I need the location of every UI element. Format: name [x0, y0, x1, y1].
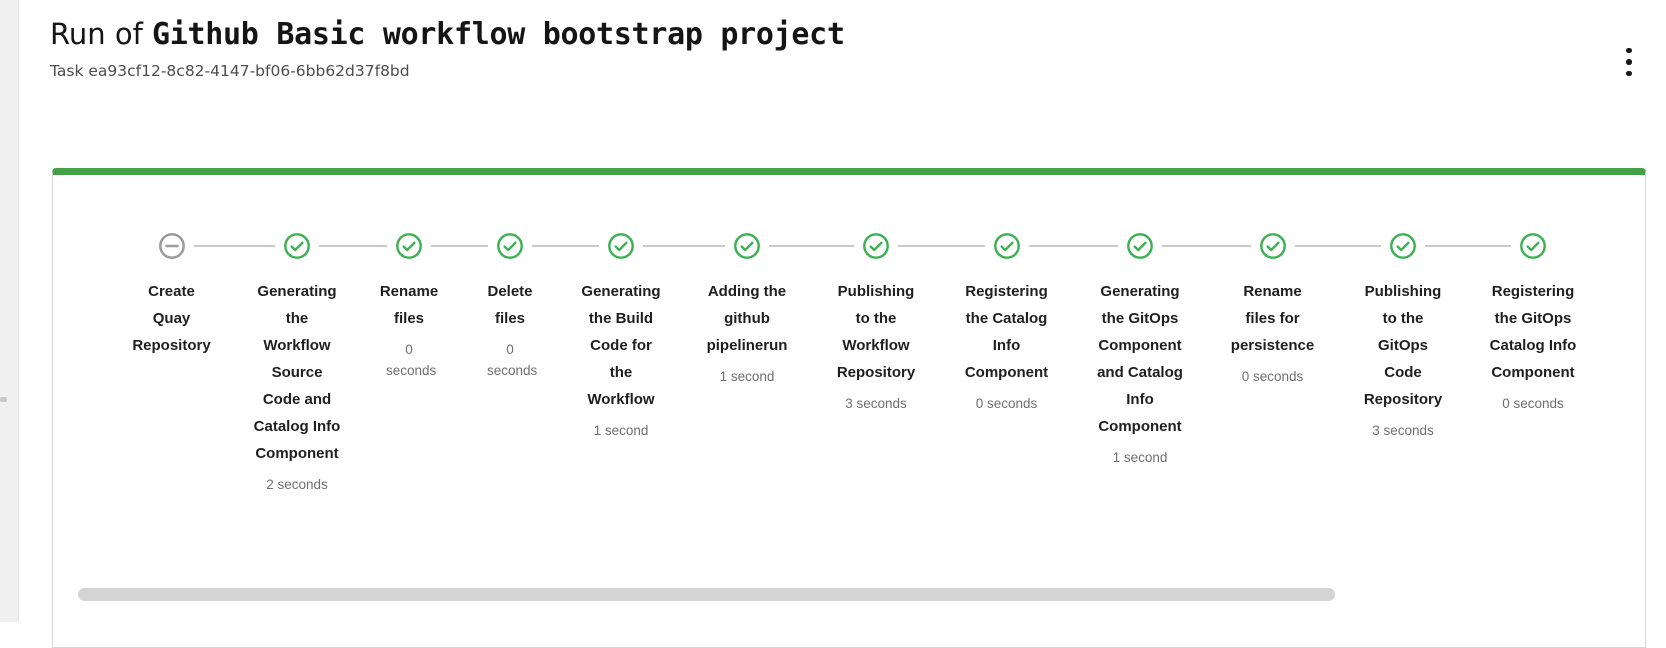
step-label: Rename files [379, 283, 439, 327]
step-duration: 0 seconds [1502, 396, 1564, 411]
progress-step: Rename files 0 seconds [358, 232, 460, 381]
check-circle-icon [608, 233, 634, 259]
step-duration: 1 second [593, 423, 649, 438]
step-duration: 0 seconds [487, 342, 538, 378]
check-circle-icon [993, 233, 1020, 259]
step-duration: 0 seconds [386, 342, 437, 378]
step-icon-wrap [1250, 232, 1295, 260]
step-icon-wrap [387, 232, 431, 260]
progress-step: Registering the GitOps Catalog Info Comp… [1468, 232, 1598, 414]
horizontal-scrollbar-thumb[interactable] [78, 588, 1335, 601]
progress-step: Rename files for persistence 0 seconds [1207, 232, 1338, 387]
workflow-run-card: Create Quay Repository Generating the Wo… [52, 168, 1646, 648]
page-title-prefix: Run of [50, 17, 143, 51]
step-icon-wrap [1511, 232, 1555, 260]
kebab-menu-icon [1626, 70, 1632, 77]
minus-circle-icon [158, 233, 185, 259]
step-label: Publishing to the GitOps Code Repository [1363, 283, 1443, 408]
check-circle-icon [1390, 233, 1416, 259]
step-label: Publishing to the Workflow Repository [836, 283, 916, 381]
check-circle-icon [1520, 233, 1546, 259]
progress-step: Generating the Build Code for the Workfl… [560, 232, 682, 441]
progress-step: Delete files 0 seconds [460, 232, 560, 381]
step-duration: 2 seconds [266, 477, 328, 492]
step-label: Create Quay Repository [132, 283, 211, 354]
stepper-connector-line [171, 245, 1532, 247]
kebab-menu-icon [1626, 47, 1632, 54]
step-icon-wrap [1381, 232, 1425, 260]
step-icon-wrap [854, 232, 898, 260]
progress-step: Registering the Catalog Info Component 0… [940, 232, 1073, 414]
step-duration: 1 second [1112, 450, 1168, 465]
step-icon-wrap [149, 232, 194, 260]
step-duration: 3 seconds [1372, 423, 1434, 438]
task-id-subtitle: Task ea93cf12-8c82-4147-bf06-6bb62d37f8b… [50, 62, 410, 80]
step-duration: 0 seconds [1241, 369, 1304, 384]
check-circle-icon [863, 233, 889, 259]
step-label: Generating the Workflow Source Code and … [253, 283, 341, 462]
step-label: Generating the GitOps Component and Cata… [1097, 283, 1183, 435]
step-label: Adding the github pipelinerun [706, 283, 788, 354]
progress-step: Publishing to the GitOps Code Repository… [1338, 232, 1468, 441]
page-header: Run of Github Basic workflow bootstrap p… [50, 14, 1646, 80]
step-duration: 1 second [719, 369, 775, 384]
step-icon-wrap [725, 232, 769, 260]
page-title: Run of Github Basic workflow bootstrap p… [50, 14, 1646, 55]
left-gutter-strip [0, 0, 19, 622]
progress-stepper: Create Quay Repository Generating the Wo… [107, 232, 1645, 495]
progress-step: Generating the GitOps Component and Cata… [1073, 232, 1207, 468]
kebab-menu-button[interactable] [1614, 42, 1644, 82]
step-duration: 0 seconds [975, 396, 1038, 411]
step-icon-wrap [488, 232, 532, 260]
step-label: Rename files for persistence [1230, 283, 1315, 354]
step-label: Registering the Catalog Info Component [964, 283, 1049, 381]
step-label: Generating the Build Code for the Workfl… [581, 283, 661, 408]
check-circle-icon [1259, 233, 1286, 259]
progress-step: Create Quay Repository [107, 232, 236, 359]
progress-step: Adding the github pipelinerun 1 second [682, 232, 812, 387]
check-circle-icon [734, 233, 760, 259]
step-duration: 3 seconds [845, 396, 907, 411]
check-circle-icon [1127, 233, 1153, 259]
gutter-scroll-marker [0, 397, 7, 402]
step-icon-wrap [984, 232, 1029, 260]
step-label: Registering the GitOps Catalog Info Comp… [1489, 283, 1577, 381]
progress-step: Publishing to the Workflow Repository 3 … [812, 232, 940, 414]
step-icon-wrap [275, 232, 319, 260]
progress-step: Generating the Workflow Source Code and … [236, 232, 358, 495]
check-circle-icon [284, 233, 310, 259]
kebab-menu-icon [1626, 59, 1632, 65]
step-icon-wrap [599, 232, 643, 260]
page-title-template-name: Github Basic workflow bootstrap project [152, 17, 845, 52]
step-icon-wrap [1118, 232, 1162, 260]
step-label: Delete files [487, 283, 533, 327]
check-circle-icon [396, 233, 422, 259]
check-circle-icon [497, 233, 523, 259]
